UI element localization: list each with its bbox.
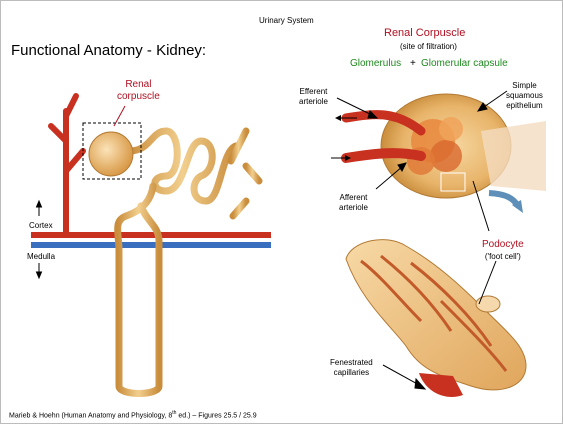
arteriole-branch: [51, 96, 83, 232]
glomerulus-label: Glomerulus: [350, 58, 401, 69]
medulla-label: Medulla: [27, 252, 55, 262]
orientation-arrows: [37, 201, 42, 278]
podocyte-label: Podocyte ('foot cell'): [482, 239, 524, 263]
figure-citation: Marieb & Hoehn (Human Anatomy and Physio…: [9, 410, 257, 419]
glomerular-capsule-label: Glomerular capsule: [421, 58, 508, 69]
cortex-label: Cortex: [29, 221, 53, 231]
site-of-filtration: (site of filtration): [400, 42, 457, 51]
slide-title: Functional Anatomy - Kidney:: [11, 42, 206, 59]
glomerulus-ball: [89, 132, 133, 176]
podocyte-illustration: [346, 240, 526, 397]
afferent-arteriole-label: Afferent arteriole: [339, 193, 368, 213]
fenestrated-capillaries-label: Fenestrated capillaries: [330, 358, 373, 378]
simple-squamous-label: Simple squamous epithelium: [506, 81, 543, 111]
renal-corpuscle-heading: Renal Corpuscle: [384, 27, 465, 39]
efferent-arteriole-label: Efferent arteriole: [299, 87, 328, 107]
renal-corpuscle-label-left: Renal corpuscle: [117, 79, 160, 103]
plus-sign: +: [410, 58, 416, 69]
slide-header: Urinary System: [259, 16, 314, 25]
